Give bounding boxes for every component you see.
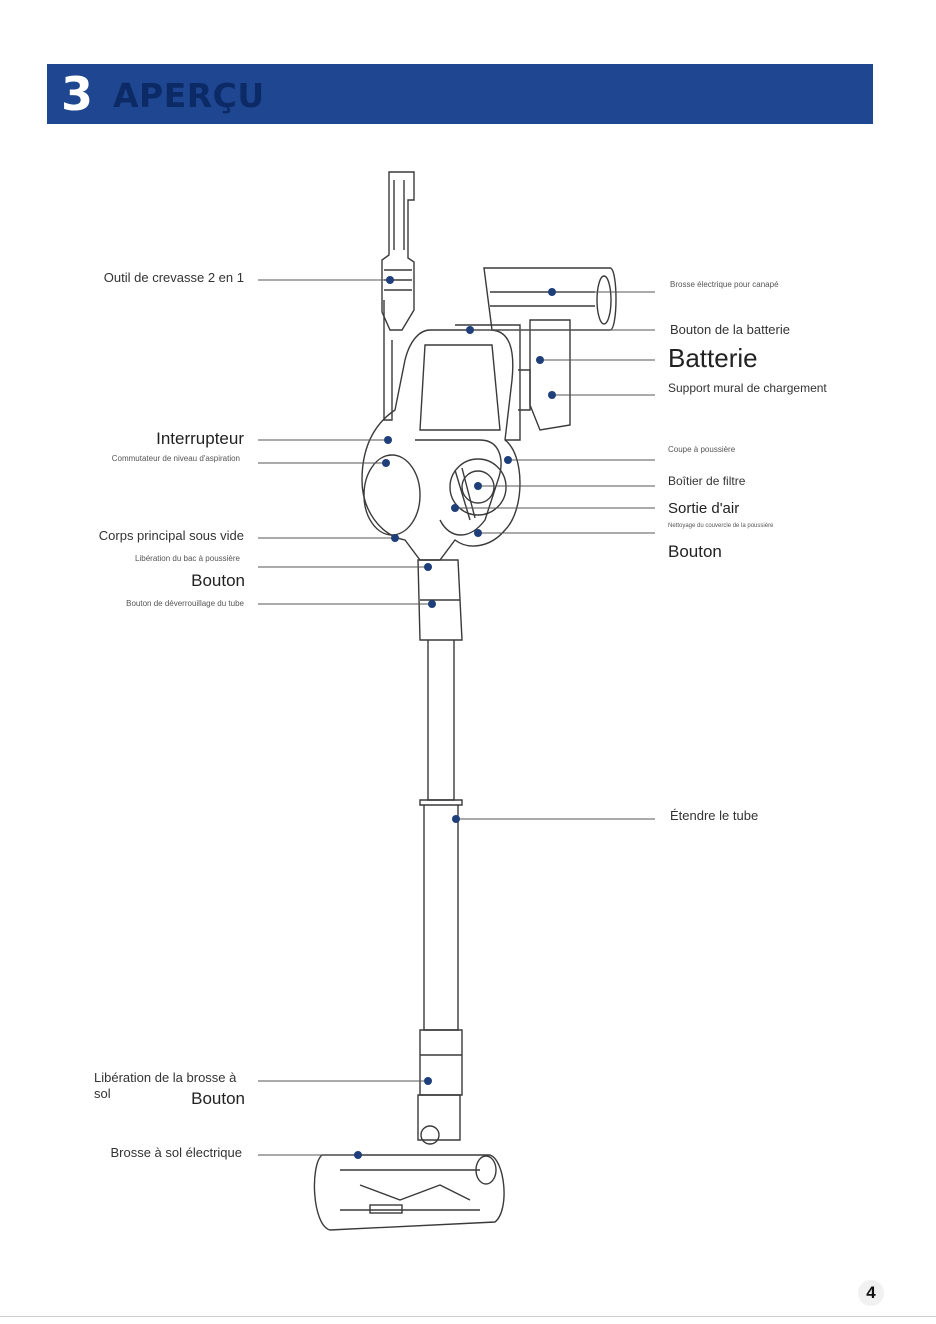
wall-mount-outline bbox=[529, 319, 571, 431]
label-dust-cup: Coupe à poussière bbox=[668, 445, 736, 454]
section-title: APERÇU bbox=[113, 76, 265, 115]
floor-brush-outline bbox=[313, 1154, 505, 1231]
label-battery-button: Bouton de la batterie bbox=[670, 322, 790, 337]
label-floor-brush: Brosse à sol électrique bbox=[110, 1145, 242, 1160]
label-air-outlet: Sortie d'air bbox=[668, 500, 740, 517]
label-switch: Interrupteur bbox=[156, 429, 244, 448]
label-filter-box: Boîtier de filtre bbox=[668, 474, 746, 488]
page-number: 4 bbox=[858, 1280, 884, 1306]
label-main-body: Corps principal sous vide bbox=[98, 528, 244, 543]
main-body-outline bbox=[361, 329, 521, 561]
label-tube-release: Bouton de déverrouillage du tube bbox=[126, 599, 244, 608]
callout-dot bbox=[474, 529, 482, 537]
label-dust-bin-release: Libération du bac à poussière bbox=[135, 554, 240, 563]
callout-dot bbox=[391, 534, 399, 542]
callout-dot bbox=[452, 815, 460, 823]
callout-dot bbox=[382, 459, 390, 467]
label-floor-brush-release-button: Bouton bbox=[191, 1089, 245, 1108]
label-floor-brush-release: Libération de la brosse à bbox=[94, 1070, 237, 1085]
callout-dot bbox=[466, 326, 474, 334]
callout-dot bbox=[424, 563, 432, 571]
label-dust-bin-release-button: Bouton bbox=[191, 571, 245, 590]
label-battery: Batterie bbox=[668, 343, 758, 373]
label-crevice-tool: Outil de crevasse 2 en 1 bbox=[103, 270, 244, 285]
footer-divider bbox=[0, 1316, 936, 1317]
callout-dot bbox=[504, 456, 512, 464]
upper-tube-outline bbox=[427, 640, 455, 801]
lower-tube-outline bbox=[423, 805, 459, 1031]
section-header: 3 APERÇU bbox=[47, 64, 873, 124]
label-dust-cup-button: Bouton bbox=[668, 542, 722, 561]
callout-dot bbox=[384, 436, 392, 444]
callout-dot bbox=[451, 504, 459, 512]
label-sofa-brush: Brosse électrique pour canapé bbox=[670, 280, 779, 289]
label-floor-brush-release-2: sol bbox=[94, 1086, 111, 1101]
callout-dot bbox=[536, 356, 544, 364]
callout-dot bbox=[474, 482, 482, 490]
callout-dot bbox=[548, 391, 556, 399]
callout-dot bbox=[386, 276, 394, 284]
label-extend-tube: Étendre le tube bbox=[670, 808, 759, 823]
callout-dot bbox=[424, 1077, 432, 1085]
callout-dot bbox=[428, 600, 436, 608]
callout-dot bbox=[548, 288, 556, 296]
label-dust-cup-cleaning: Nettoyage du couvercle de la poussière bbox=[668, 523, 774, 529]
callout-dot bbox=[354, 1151, 362, 1159]
label-wall-mount: Support mural de charge­ment bbox=[668, 381, 827, 395]
label-suction-switch: Commutateur de niveau d'aspiration bbox=[111, 454, 240, 463]
section-number: 3 bbox=[61, 67, 94, 121]
crevice-tool-outline bbox=[381, 171, 415, 331]
